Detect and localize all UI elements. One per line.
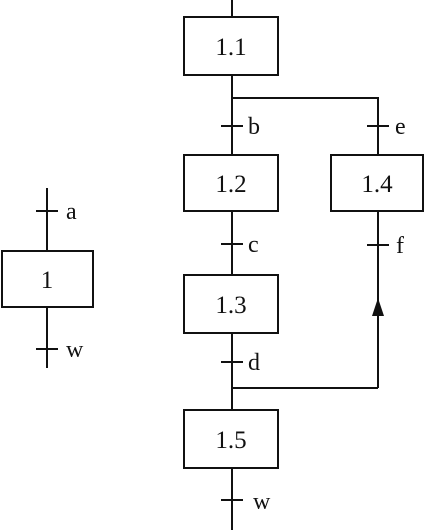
step-1-3-box (183, 274, 279, 334)
macro-step-label: 1 (41, 267, 54, 294)
transition-f-label: f (396, 233, 404, 259)
step-1-5-label: 1.5 (215, 427, 246, 454)
step-1-3-label: 1.3 (215, 292, 246, 319)
transition-e-label: e (395, 114, 406, 140)
transition-c-label: c (248, 232, 259, 258)
step-1-1-label: 1.1 (215, 34, 246, 61)
divergence-branch-link (232, 97, 379, 155)
macro-step-group: a 1 w (1, 188, 94, 368)
macro-step-box (1, 250, 94, 308)
transition-w-label: w (253, 489, 271, 515)
macro-exit-condition: w (66, 337, 84, 363)
expansion-group: 1.1 b e 1.2 1.4 c 1.3 d f 1.5 (183, 0, 424, 530)
macro-entry-condition: a (66, 199, 77, 225)
transition-d-label: d (248, 350, 260, 376)
step-1-2-label: 1.2 (215, 171, 246, 198)
step-1-5-box (183, 409, 279, 469)
step-1-4-label: 1.4 (361, 171, 393, 198)
upward-arrow-icon (372, 298, 384, 316)
transition-b-label: b (248, 114, 260, 140)
